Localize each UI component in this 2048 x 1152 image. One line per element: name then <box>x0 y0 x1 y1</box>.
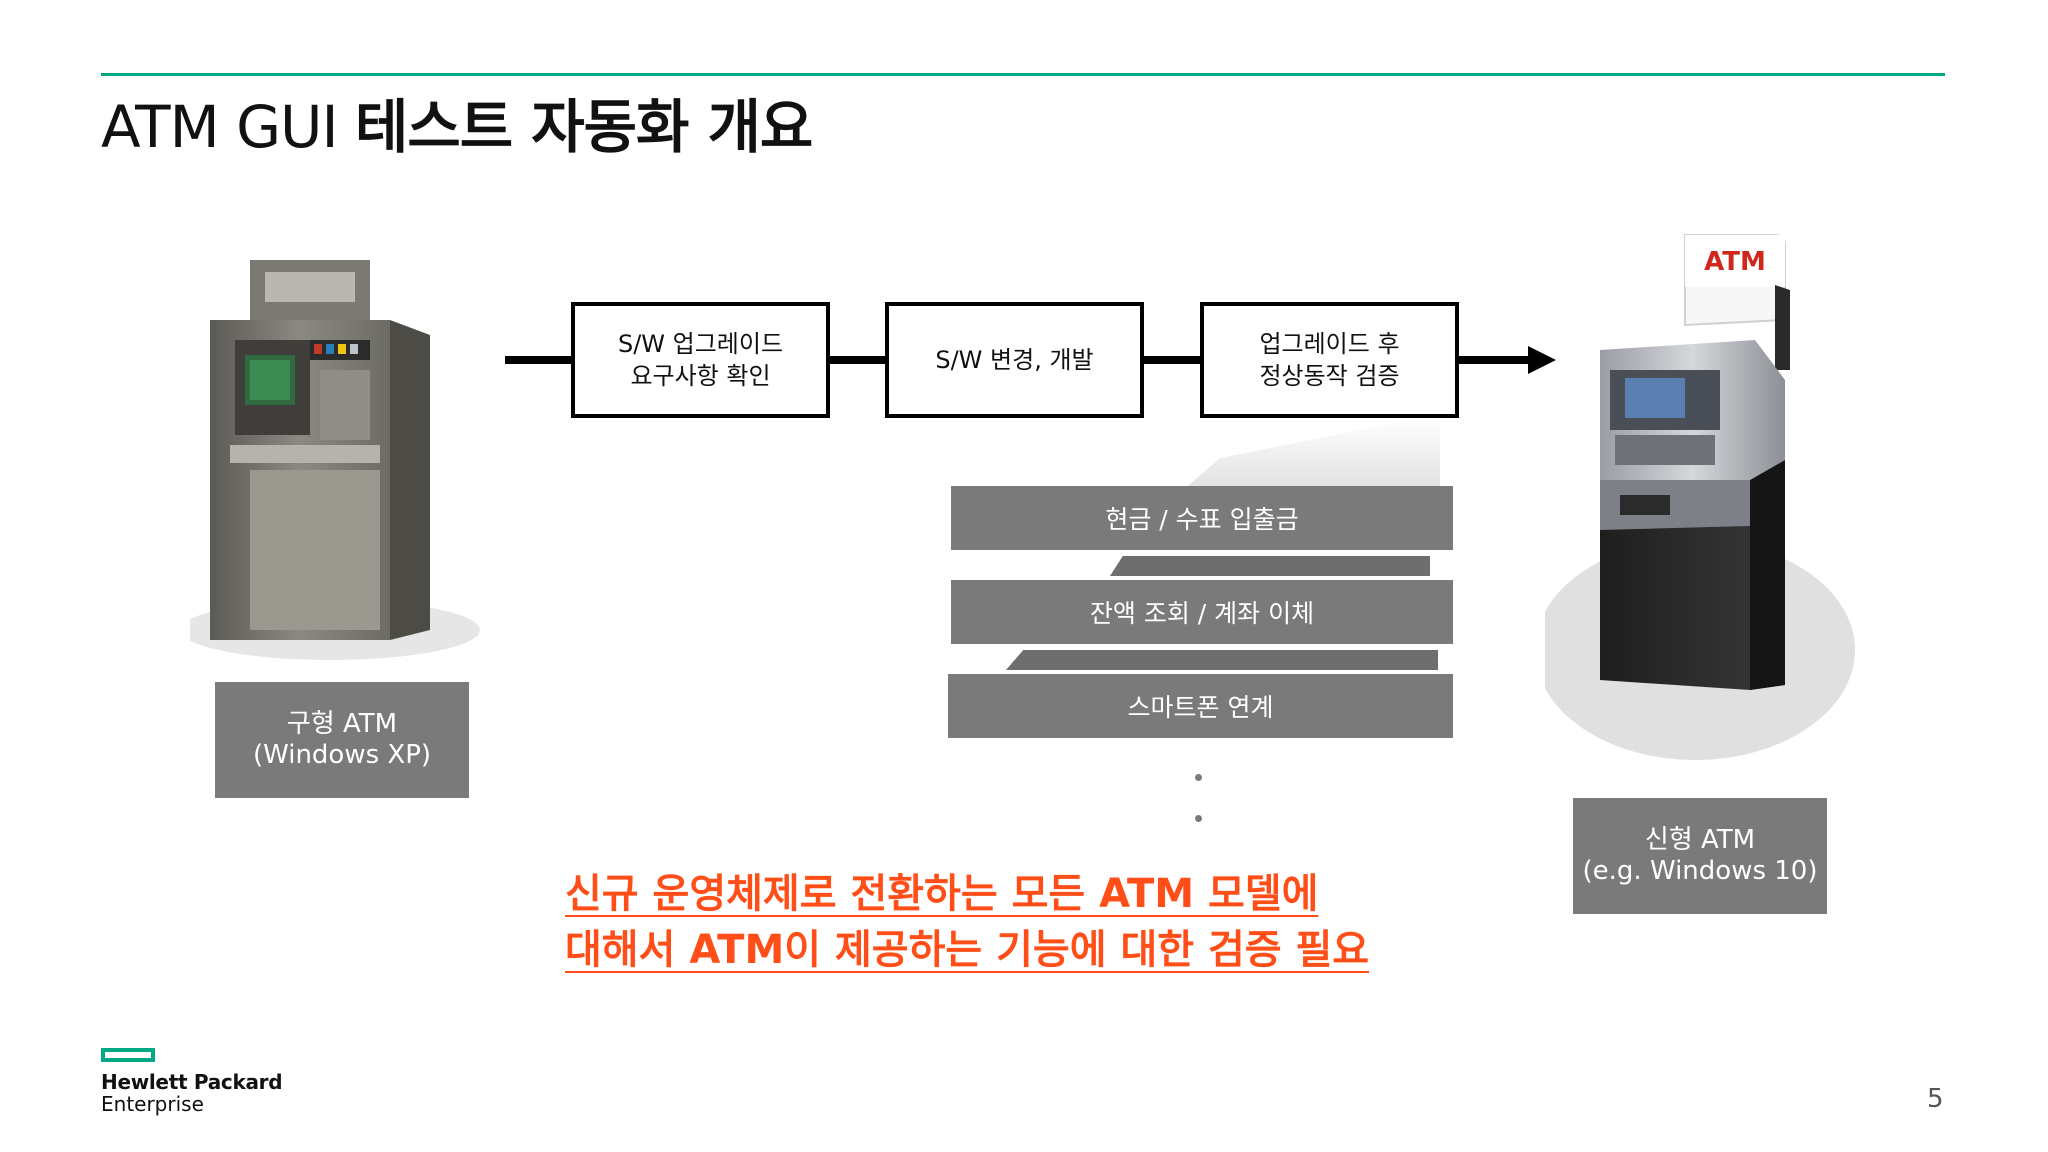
ellipsis-dot <box>1195 774 1202 781</box>
hpe-element-icon <box>101 1048 155 1062</box>
step-3-line2: 정상동작 검증 <box>1259 362 1400 390</box>
feature-balance-transfer: 잔액 조회 / 계좌 이체 <box>951 580 1453 644</box>
new-atm-label-line1: 신형 ATM <box>1644 825 1756 855</box>
title-rule <box>101 73 1945 76</box>
step-1-line1: S/W 업그레이드 <box>617 330 784 358</box>
old-atm-label-line1: 구형 ATM <box>286 709 398 739</box>
title-latin: ATM GUI <box>101 93 356 161</box>
step-1-line2: 요구사항 확인 <box>630 362 771 390</box>
step-3-line1: 업그레이드 후 <box>1259 330 1400 358</box>
feature-cash-check: 현금 / 수표 입출금 <box>951 486 1453 550</box>
feature-divider <box>1110 556 1430 576</box>
old-atm-label: 구형 ATM (Windows XP) <box>215 682 469 798</box>
new-atm-image: ATM <box>1545 234 1855 760</box>
logo-text-line1: Hewlett Packard <box>101 1070 283 1094</box>
logo-text-line2: Enterprise <box>101 1092 204 1116</box>
slide-title: ATM GUI 테스트 자동화 개요 <box>101 80 813 164</box>
callout-line2: 대해서 ATM이 제공하는 기능에 대한 검증 필요 <box>565 927 1370 973</box>
process-step-requirements: S/W 업그레이드 요구사항 확인 <box>571 302 830 418</box>
feature-divider <box>1006 650 1438 670</box>
ellipsis-dot <box>1195 815 1202 822</box>
verification-callout: 신규 운영체제로 전환하는 모든 ATM 모델에 대해서 ATM이 제공하는 기… <box>565 866 1369 978</box>
new-atm-label: 신형 ATM (e.g. Windows 10) <box>1573 798 1827 914</box>
process-step-verification: 업그레이드 후 정상동작 검증 <box>1200 302 1459 418</box>
old-atm-image <box>190 260 480 660</box>
feature-smartphone: 스마트폰 연계 <box>948 674 1453 738</box>
atm-sign-text: ATM <box>1704 247 1766 277</box>
title-korean: 테스트 자동화 개요 <box>355 93 813 161</box>
callout-line1: 신규 운영체제로 전환하는 모든 ATM 모델에 <box>565 871 1319 917</box>
step-2-line1: S/W 변경, 개발 <box>935 346 1094 374</box>
process-arrow-icon <box>1528 346 1556 374</box>
new-atm-label-line2: (e.g. Windows 10) <box>1582 856 1818 886</box>
old-atm-label-line2: (Windows XP) <box>252 740 432 770</box>
page-number: 5 <box>1927 1084 1944 1114</box>
process-step-development: S/W 변경, 개발 <box>885 302 1144 418</box>
